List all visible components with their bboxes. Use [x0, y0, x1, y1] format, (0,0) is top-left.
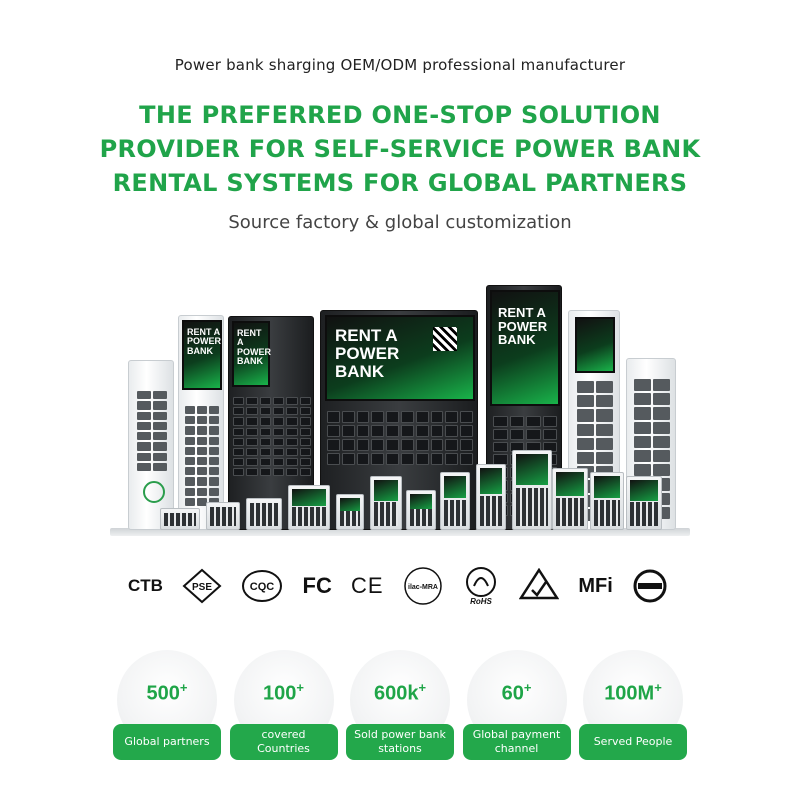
subline: Source factory & global customization	[228, 212, 572, 233]
station-screen	[575, 317, 615, 373]
small-station-unit	[370, 476, 402, 530]
screen-text: RENT A POWER BANK	[187, 327, 222, 356]
small-station-unit	[288, 485, 330, 530]
bsmi-mark	[632, 568, 668, 604]
ce-mark: CE	[351, 573, 384, 598]
qr-code-icon	[433, 327, 457, 351]
station-slots	[137, 391, 167, 471]
stat-label: Global payment channel	[462, 724, 571, 760]
headline-line-2: PROVIDER FOR SELF-SERVICE POWER BANK	[99, 135, 701, 163]
stat-value: 60+	[501, 680, 532, 705]
stat-label: Global partners	[113, 724, 221, 760]
station-slots	[185, 406, 219, 506]
station-slots	[327, 411, 473, 521]
rohs-text: RoHS	[470, 597, 492, 606]
headline: THE PREFERRED ONE-STOP SOLUTION PROVIDER…	[40, 98, 760, 200]
small-station-unit	[246, 498, 282, 530]
mfi-logo: MFi	[578, 574, 613, 597]
pse-mark-text: PSE	[192, 582, 212, 593]
headline-line-1: THE PREFERRED ONE-STOP SOLUTION	[139, 101, 661, 129]
stat-covered-countries: 100+ covered Countries	[229, 650, 338, 760]
stat-label: Sold power bank stations	[346, 724, 454, 760]
stat-value: 600k+	[373, 680, 427, 705]
tagline: Power bank sharging OEM/ODM professional…	[174, 56, 626, 74]
stat-label: covered Countries	[229, 724, 338, 760]
cqc-mark: CQC	[241, 568, 283, 604]
rohs-mark: RoHS	[462, 566, 500, 606]
stats-row: 500+ Global partners 100+ covered Countr…	[113, 650, 687, 760]
station-slots	[233, 397, 311, 517]
small-station-unit	[590, 472, 624, 530]
product-shadow-base	[110, 528, 690, 536]
product-lineup-image: RENT A POWER BANK RENT A POWER BANK RENT…	[110, 280, 700, 540]
small-station-unit	[476, 464, 506, 530]
small-station-unit	[206, 502, 240, 530]
screen-text: RENT A POWER BANK	[498, 305, 548, 348]
small-station-unit	[552, 468, 588, 530]
station-screen: RENT A POWER BANK	[490, 290, 560, 406]
stat-value: 100+	[263, 680, 304, 705]
small-station-unit	[626, 476, 662, 530]
ctb-logo: CTB	[128, 576, 163, 595]
stat-payment-channels: 60+ Global payment channel	[462, 650, 571, 760]
headline-line-3: RENTAL SYSTEMS FOR GLOBAL PARTNERS	[112, 169, 688, 197]
stat-global-partners: 500+ Global partners	[113, 650, 221, 760]
station-screen: RENT A POWER BANK	[232, 321, 272, 387]
stat-label: Served People	[579, 724, 687, 760]
fcc-logo: FC	[302, 573, 332, 598]
certification-logos: CTB PSE CQC FC CE ilac-MRA RoHS MFi	[128, 566, 668, 606]
screen-text: RENT A POWER BANK	[237, 328, 272, 367]
cqc-mark-text: CQC	[250, 581, 275, 593]
ilac-mra-mark: ilac-MRA	[403, 566, 443, 606]
pse-mark: PSE	[182, 568, 222, 604]
small-station-unit	[406, 490, 436, 530]
small-station-unit	[512, 450, 552, 530]
small-station-unit	[336, 494, 364, 530]
white-tower-station	[128, 360, 174, 530]
small-station-unit	[440, 472, 470, 530]
small-station-unit	[160, 508, 200, 530]
station-screen: RENT A POWER BANK	[182, 320, 222, 390]
station-landscape-screen: RENT A POWER BANK	[325, 315, 475, 401]
screen-text: RENT A POWER BANK	[335, 326, 400, 381]
stat-sold-stations: 600k+ Sold power bank stations	[346, 650, 454, 760]
stat-served-people: 100M+ Served People	[579, 650, 687, 760]
ilac-mra-text: ilac-MRA	[408, 584, 438, 591]
rcm-mark	[519, 568, 560, 604]
screen-tower-station: RENT A POWER BANK	[178, 315, 224, 530]
power-bank-station-icon	[143, 481, 165, 503]
stat-value: 500+	[146, 680, 188, 705]
stat-value: 100M+	[604, 680, 662, 705]
